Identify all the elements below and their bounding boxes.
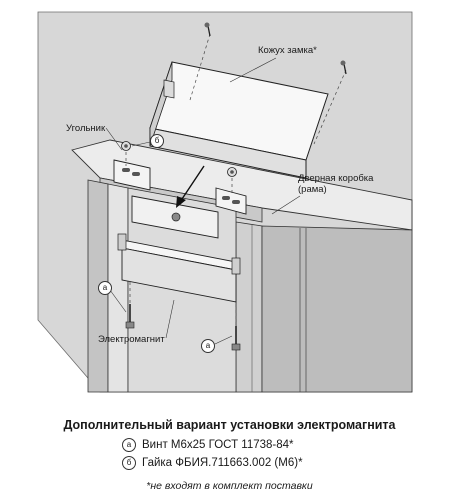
figure-title: Дополнительный вариант установки электро…: [63, 418, 396, 432]
legend-marker-a: а: [122, 438, 136, 452]
lock-cover-tab: [163, 79, 175, 99]
label-electromagnet: Электромагнит: [98, 334, 165, 345]
label-lock-cover: Кожух замка*: [258, 45, 317, 56]
door-leaf-right: [261, 225, 413, 393]
marker-b-bubble: б: [150, 134, 164, 148]
installation-drawing: [37, 11, 413, 393]
footnote: *не входят в комплект поставки: [146, 480, 313, 492]
bracket-left: [113, 159, 151, 191]
top-screw-right: [340, 60, 347, 75]
marker-a-bubble-left: а: [98, 281, 112, 295]
legend-marker-b: б: [122, 456, 136, 470]
door-leaf: [235, 221, 263, 393]
marker-a-bubble-right: а: [201, 339, 215, 353]
bracket-right: [215, 187, 247, 215]
install-arrow: [176, 196, 186, 208]
top-screw-left: [204, 22, 211, 37]
legend-item-screw: а Винт М6х25 ГОСТ 11738-84*: [122, 438, 294, 452]
screw-left: [125, 304, 135, 329]
electromagnet-front: [121, 247, 237, 303]
label-door-frame-2: (рама): [298, 184, 327, 195]
label-door-frame-1: Дверная коробка: [298, 173, 374, 184]
legend-text-screw: Винт М6х25 ГОСТ 11738-84*: [142, 439, 294, 451]
screw-right: [231, 326, 241, 351]
label-bracket: Угольник: [66, 123, 106, 134]
legend-item-nut: б Гайка ФБИЯ.711663.002 (М6)*: [122, 456, 303, 470]
legend-text-nut: Гайка ФБИЯ.711663.002 (М6)*: [142, 457, 303, 469]
